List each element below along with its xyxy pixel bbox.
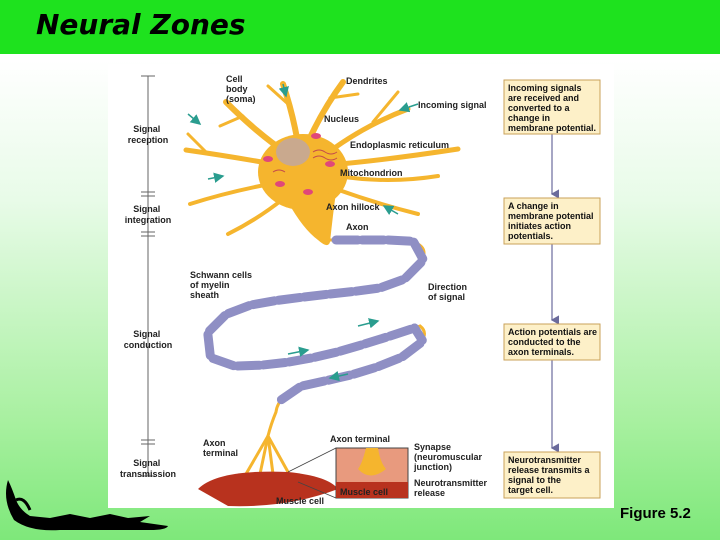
nucleus: [276, 138, 310, 166]
myelin-segment: [360, 332, 391, 349]
myelin-segment: [383, 235, 415, 246]
myelin-segment: [248, 296, 279, 310]
myelin-segment: [284, 353, 316, 367]
label-er: Endoplasmic reticulum: [350, 140, 449, 150]
myelin-segment: [273, 292, 305, 305]
endoplasmic-reticulum: [272, 149, 338, 173]
figure-label: Figure 5.2: [620, 505, 691, 522]
myelin-segment: [276, 382, 304, 405]
label-axon-terminal: Axon terminal: [203, 438, 238, 458]
title-bar: [0, 0, 720, 54]
myelin-segment: [258, 358, 290, 370]
info-box-1: [503, 79, 601, 135]
label-synapse: Synapse (neuromuscular junction): [413, 442, 485, 472]
myelin-segment: [374, 353, 404, 371]
axon-terminal-branches: [244, 434, 290, 476]
alligator-logo: [6, 480, 168, 531]
info-box-4: [503, 451, 601, 499]
axon-hillock-shape: [288, 192, 336, 246]
myelin-segment: [335, 340, 366, 356]
myelin-segment: [349, 363, 380, 379]
label-neurotransmitter: Neurotransmitter release: [414, 478, 490, 498]
info-box-2: [503, 197, 601, 245]
myelin-segment: [223, 301, 254, 318]
stage-conduction: Signal conduction: [124, 329, 173, 350]
figure-panel: Signal reception Signal integration Sign…: [108, 64, 614, 508]
myelin-sheath: [203, 235, 428, 405]
myelin-segment: [385, 324, 416, 341]
myelin-segment: [208, 353, 238, 371]
myelin-segment: [409, 237, 428, 264]
label-cell-body: Cell body (soma): [226, 74, 256, 104]
muscle-cell: [198, 471, 338, 507]
label-muscle-cell: Muscle cell: [276, 496, 324, 506]
myelin-segment: [205, 310, 230, 336]
myelin-segment: [299, 289, 331, 302]
myelin-segment: [377, 275, 407, 292]
myelin-segment: [398, 338, 425, 362]
myelin-segment: [325, 287, 357, 299]
label-axon-terminal-inset: Axon terminal: [330, 434, 390, 444]
myelin-segment: [310, 347, 341, 362]
stage-reception: Signal reception: [128, 124, 169, 145]
neuron-diagram: Signal reception Signal integration Sign…: [120, 74, 601, 507]
label-incoming-signal: Incoming signal: [418, 100, 487, 110]
page-title: Neural Zones: [36, 8, 246, 41]
myelin-segment: [401, 257, 426, 283]
label-nucleus: Nucleus: [324, 114, 359, 124]
label-direction: Direction of signal: [428, 282, 470, 302]
stage-integration: Signal integration: [125, 204, 172, 225]
myelin-segment: [203, 329, 215, 361]
label-axon-hillock: Axon hillock: [326, 202, 381, 212]
label-muscle-cell-inset: Muscle cell: [340, 487, 388, 497]
label-schwann: Schwann cells of myelin sheath: [190, 270, 255, 300]
myelin-segment: [298, 376, 329, 391]
myelin-segment: [351, 283, 383, 296]
stage-transmission: Signal transmission: [120, 458, 176, 479]
axon-terminal-bulb: [358, 448, 386, 476]
stage-scale: [141, 75, 155, 477]
label-dendrites: Dendrites: [346, 76, 388, 86]
myelin-segment: [232, 360, 264, 371]
myelin-segment: [410, 323, 427, 345]
mitochondria: [263, 133, 335, 195]
label-mitochondrion: Mitochondrion: [340, 168, 403, 178]
signal-arrows: [187, 83, 419, 382]
info-box-3: [503, 323, 601, 361]
label-axon: Axon: [346, 222, 369, 232]
